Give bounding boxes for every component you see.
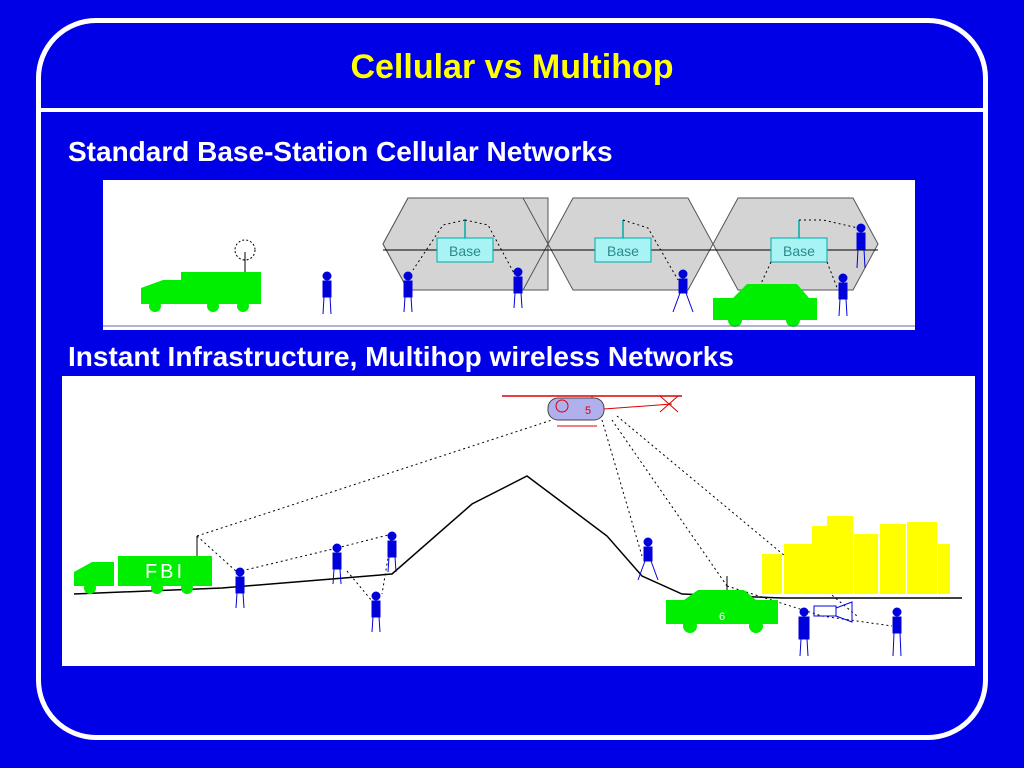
title-divider: [38, 108, 988, 112]
truck-icon: [141, 272, 261, 312]
section-heading-multihop: Instant Infrastructure, Multihop wireles…: [68, 341, 734, 372]
running-person-icon: [637, 537, 659, 581]
base-label-2: Base: [607, 243, 639, 259]
section-heading-cellular: Standard Base-Station Cellular Networks: [68, 136, 613, 167]
cellular-diagram: Base Base Base: [103, 197, 915, 327]
multihop-links: [196, 415, 893, 627]
slide-frame: [36, 18, 988, 740]
camera-icon: [813, 601, 853, 623]
base-label-1: Base: [449, 243, 481, 259]
slide-title: Cellular vs Multihop: [350, 48, 674, 86]
multihop-car-icon: 6: [666, 576, 778, 633]
person-icon: [838, 273, 848, 317]
person-icon: [332, 543, 342, 585]
person-icon: [513, 267, 523, 309]
base-station-1: Base: [436, 237, 494, 263]
cellular-diagram-panel: Base Base Base: [103, 180, 915, 330]
base-antennas: [464, 220, 800, 238]
person-icons: [322, 223, 866, 317]
person-icon: [856, 223, 866, 269]
person-icon: [798, 607, 810, 657]
fbi-truck-icon: FBI: [74, 536, 212, 594]
base-station-3: Base: [770, 237, 828, 263]
helicopter-label: 5: [585, 405, 591, 417]
car-label: 6: [719, 611, 725, 623]
car-icon: [713, 284, 817, 327]
building-icon: [762, 516, 950, 594]
person-icon: [371, 591, 381, 633]
base-station-2: Base: [594, 237, 652, 263]
base-label-3: Base: [783, 243, 815, 259]
person-icon: [322, 271, 332, 315]
fbi-label: FBI: [145, 561, 185, 583]
person-icon: [892, 607, 902, 657]
multihop-diagram-panel: FBI 5 6: [62, 376, 975, 666]
multihop-person-icons: [235, 531, 902, 657]
person-icon: [403, 271, 413, 313]
multihop-diagram: FBI 5 6: [73, 395, 962, 657]
antenna-icon: [234, 239, 256, 272]
person-icon: [235, 567, 245, 609]
person-icon: [387, 531, 397, 573]
helicopter-icon: 5: [502, 395, 682, 427]
running-person-icon: [672, 269, 694, 313]
